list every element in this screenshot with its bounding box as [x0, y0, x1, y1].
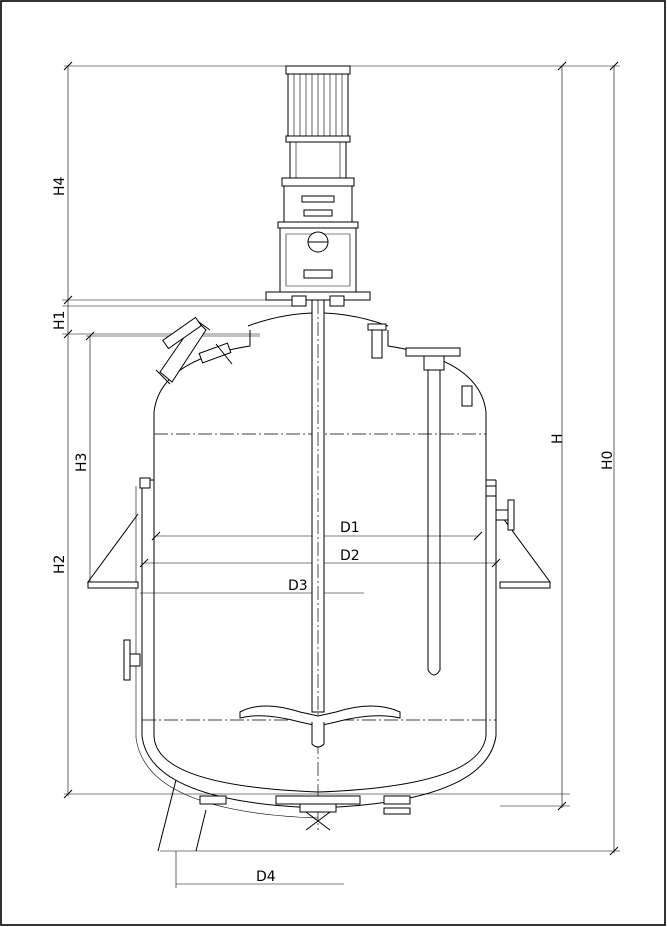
- thermowell: [405, 347, 473, 676]
- label-d1: D1: [340, 520, 360, 536]
- top-right-nozzle: [367, 323, 387, 359]
- label-h3: H3: [74, 453, 90, 472]
- label-h: H: [550, 433, 566, 444]
- label-h0: H0: [600, 451, 616, 470]
- label-d4: D4: [256, 869, 276, 885]
- support-lugs: [87, 513, 551, 589]
- label-h1: H1: [52, 311, 68, 330]
- label-h2: H2: [52, 555, 68, 574]
- motor-assembly: [265, 65, 371, 307]
- impeller: [239, 705, 401, 748]
- label-h4: H4: [52, 176, 68, 196]
- top-left-manhole: [155, 316, 233, 385]
- bottom-outlet: [157, 779, 411, 852]
- agitator-shaft: [311, 299, 325, 830]
- side-nozzles: [123, 477, 515, 681]
- label-d3: D3: [288, 578, 308, 594]
- dimension-lines: [62, 61, 620, 888]
- label-d2: D2: [340, 548, 360, 564]
